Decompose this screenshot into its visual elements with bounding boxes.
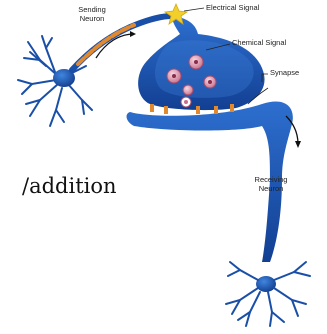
background-text-fragment: /addition xyxy=(22,174,117,198)
label-sending-neuron: Sending Neuron xyxy=(72,6,112,23)
label-electrical-signal: Electrical Signal xyxy=(206,4,259,13)
label-chemical-signal: Chemical Signal xyxy=(232,39,286,48)
axon-myelin xyxy=(78,25,134,64)
receiving-neuron-dendrites xyxy=(226,262,310,326)
receiving-neuron-soma xyxy=(256,276,276,292)
label-receiving-neuron: Receiving Neuron xyxy=(250,176,292,193)
label-synapse: Synapse xyxy=(270,69,299,78)
